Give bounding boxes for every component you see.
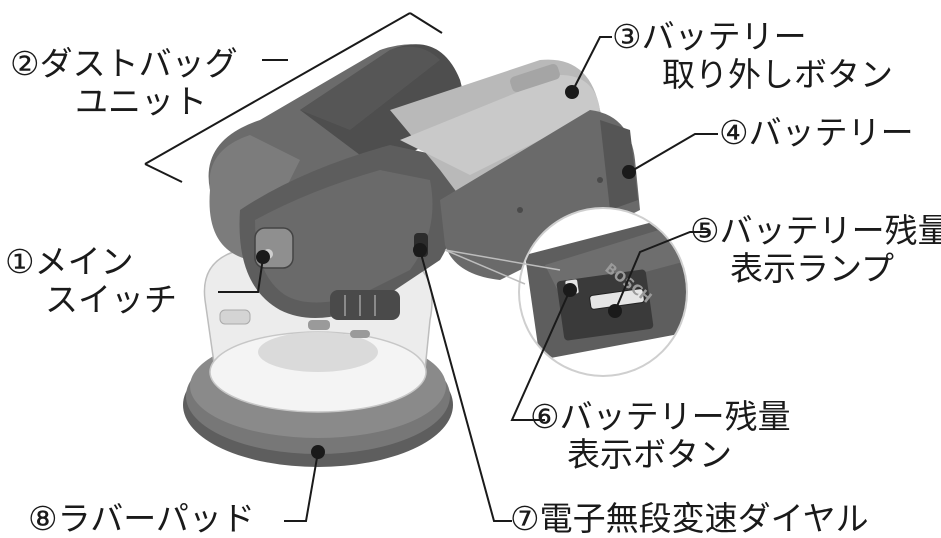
leader-speed-dial	[419, 249, 512, 522]
dot-main-switch	[256, 250, 270, 264]
label-main-switch-line2: スイッチ	[45, 280, 177, 319]
label-speed-dial-line1: ⑦電子無段変速ダイヤル	[510, 499, 869, 538]
label-main-switch: ①メイン スイッチ	[5, 243, 177, 319]
leader-charge-button	[510, 289, 571, 421]
leader-dust-bag	[144, 12, 443, 183]
label-charge-button-line1: ⑥バッテリー残量	[530, 397, 791, 436]
dot-speed-dial	[413, 243, 427, 257]
label-main-switch-line1: ①メイン	[5, 242, 134, 281]
leader-battery	[629, 133, 718, 173]
dot-battery-release	[565, 85, 579, 99]
label-battery-release-line2: 取り外しボタン	[662, 55, 893, 94]
label-charge-lamp-line1: ⑤バッテリー残量	[690, 211, 941, 250]
dot-rubber-pad	[311, 445, 325, 459]
leader-battery-release	[571, 36, 612, 93]
dot-charge-button	[563, 283, 577, 297]
label-charge-lamp-line2: 表示ランプ	[730, 249, 895, 288]
dot-battery	[622, 165, 636, 179]
leader-main-switch	[218, 257, 264, 293]
label-battery-line1: ④バッテリー	[719, 113, 914, 152]
label-battery-release-line1: ③バッテリー	[612, 17, 807, 56]
label-charge-button: ⑥バッテリー残量 表示ボタン	[530, 398, 791, 474]
label-dust-bag-line1: ②ダストバッグ	[10, 44, 238, 83]
label-dust-bag-line2: ユニット	[75, 82, 207, 121]
leader-lines	[144, 12, 718, 522]
label-battery: ④バッテリー	[719, 114, 914, 152]
label-dust-bag: ②ダストバッグ ユニット	[10, 45, 238, 121]
rear-housing	[390, 59, 610, 211]
dot-charge-lamp	[608, 304, 622, 318]
label-rubber-pad-line1: ⑧ラバーパッド	[28, 499, 255, 538]
dust-bag-unit	[208, 44, 471, 260]
leader-charge-lamp	[614, 231, 710, 312]
label-rubber-pad: ⑧ラバーパッド	[28, 500, 255, 538]
motor-body	[239, 145, 463, 320]
label-battery-release: ③バッテリー 取り外しボタン	[612, 18, 893, 94]
label-charge-lamp: ⑤バッテリー残量 表示ランプ	[690, 212, 941, 288]
zoom-inset	[444, 207, 688, 377]
label-charge-button-line2: 表示ボタン	[567, 435, 732, 474]
label-speed-dial: ⑦電子無段変速ダイヤル	[510, 500, 869, 538]
leader-rubber-pad	[284, 451, 319, 522]
